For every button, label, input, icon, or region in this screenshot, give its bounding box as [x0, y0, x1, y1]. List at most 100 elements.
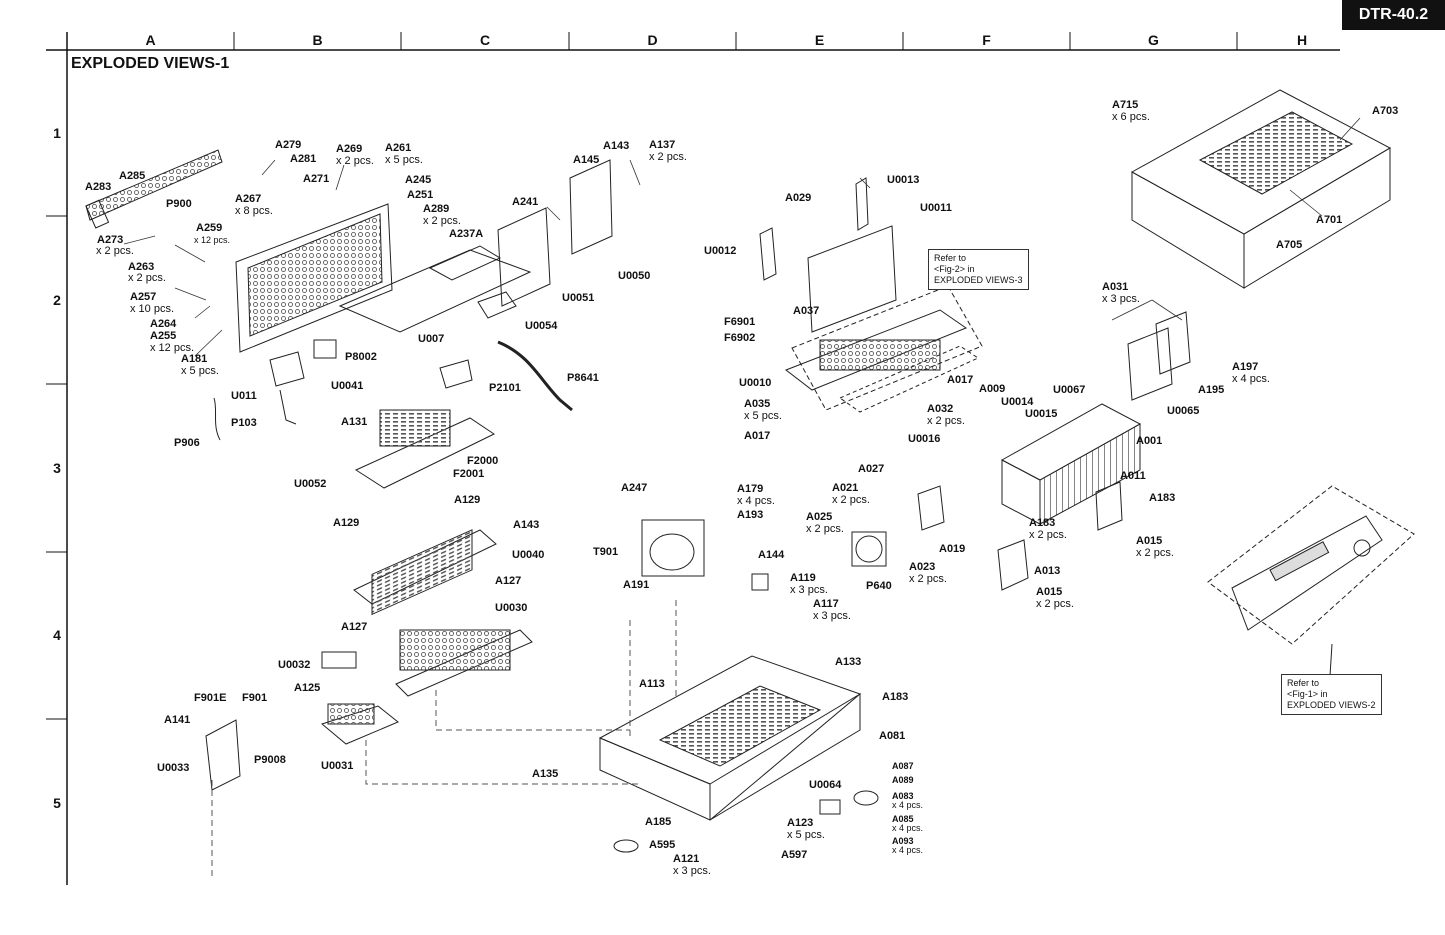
- part-label-a011: A011: [1120, 470, 1146, 482]
- part-label-a144: A144: [758, 549, 785, 561]
- part-label-a705: A705: [1276, 239, 1303, 251]
- reference-line: EXPLODED VIEWS-2: [1287, 700, 1376, 710]
- part-label-a264: A264: [150, 318, 177, 330]
- qty-a031: x 3 pcs.: [1102, 293, 1140, 305]
- qty-a715: x 6 pcs.: [1112, 111, 1150, 123]
- row-header: 3: [53, 460, 61, 476]
- part-label-p9008: P9008: [254, 754, 286, 766]
- part-label-f2001: F2001: [453, 468, 485, 480]
- part-label-f6902: F6902: [724, 332, 756, 344]
- terminal-strip-a285: [85, 149, 223, 229]
- qty-a183: x 2 pcs.: [1029, 529, 1067, 541]
- qty-a025: x 2 pcs.: [806, 523, 844, 535]
- front-panel: [1231, 515, 1383, 631]
- part-label-a145: A145: [573, 154, 600, 166]
- part-label-u0064: U0064: [809, 779, 842, 791]
- part-label-u0033: U0033: [157, 762, 190, 774]
- qty-a093: x 4 pcs.: [892, 845, 924, 855]
- part-label-a081: A081: [879, 730, 906, 742]
- qty-a123: x 5 pcs.: [787, 829, 825, 841]
- part-label-a123: A123: [787, 817, 814, 829]
- part-label-p8641: P8641: [567, 372, 599, 384]
- part-label-u0032: U0032: [278, 659, 311, 671]
- part-label-u0052: U0052: [294, 478, 327, 490]
- qty-a137: x 2 pcs.: [649, 151, 687, 163]
- part-label-a193: A193: [737, 509, 764, 521]
- qty-a083: x 4 pcs.: [892, 800, 924, 810]
- part-label-f901e: F901E: [194, 692, 227, 704]
- part-label-a143: A143: [513, 519, 540, 531]
- part-label-u0054: U0054: [525, 320, 558, 332]
- part-label-a181: A181: [181, 353, 208, 365]
- column-header: B: [312, 32, 323, 48]
- part-label-u0040: U0040: [512, 549, 545, 561]
- part-label-a237a: A237A: [449, 228, 484, 240]
- part-label-a183: A183: [1029, 517, 1056, 529]
- qty-a263: x 2 pcs.: [128, 272, 166, 284]
- column-header: E: [814, 32, 825, 48]
- part-label-a267: A267: [235, 193, 262, 205]
- row-header: 5: [53, 795, 61, 811]
- page-title: EXPLODED VIEWS-1: [71, 55, 230, 72]
- part-label-a285: A285: [119, 170, 146, 182]
- part-label-u0010: U0010: [739, 377, 772, 389]
- part-label-a179: A179: [737, 483, 764, 495]
- part-label-u0016: U0016: [908, 433, 941, 445]
- part-label-a027: A027: [858, 463, 885, 475]
- part-label-f2000: F2000: [467, 455, 499, 467]
- part-label-a195: A195: [1198, 384, 1225, 396]
- part-label-a029: A029: [785, 192, 812, 204]
- qty-a032: x 2 pcs.: [927, 415, 965, 427]
- part-label-u0013: U0013: [887, 174, 920, 186]
- column-header: H: [1296, 32, 1308, 48]
- part-label-a259: A259: [196, 222, 223, 234]
- part-label-a289: A289: [423, 203, 450, 215]
- part-label-a031: A031: [1102, 281, 1129, 293]
- part-label-a113: A113: [639, 678, 665, 690]
- part-label-a137: A137: [649, 139, 676, 151]
- chassis: [598, 655, 862, 821]
- qty-a255: x 12 pcs.: [150, 342, 195, 354]
- part-label-a037: A037: [793, 305, 820, 317]
- column-header: G: [1148, 32, 1159, 48]
- reference-line: Refer to: [934, 253, 967, 263]
- part-label-a032: A032: [927, 403, 954, 415]
- reference-note-fig2: Refer to <Fig-2> in EXPLODED VIEWS-3: [928, 249, 1029, 290]
- board-u0010: [784, 309, 968, 391]
- column-header: A: [145, 32, 156, 48]
- qty-a257: x 10 pcs.: [130, 303, 175, 315]
- part-label-a025: A025: [806, 511, 833, 523]
- qty-a261: x 5 pcs.: [385, 154, 423, 166]
- part-label-a015: A015: [1036, 586, 1063, 598]
- part-label-u0067: U0067: [1053, 384, 1086, 396]
- qty-a289: x 2 pcs.: [423, 215, 461, 227]
- qty-a015: x 2 pcs.: [1136, 547, 1174, 559]
- part-label-a083: A083: [892, 791, 914, 801]
- part-label-a257: A257: [130, 291, 157, 303]
- part-label-a133: A133: [835, 656, 862, 668]
- part-label-a017: A017: [947, 374, 974, 386]
- column-header: C: [479, 32, 491, 48]
- rear-panel: [235, 203, 393, 353]
- part-label-a273: A273: [97, 234, 124, 246]
- part-label-a255: A255: [150, 330, 177, 342]
- part-label-t901: T901: [593, 546, 619, 558]
- part-label-u0031: U0031: [321, 760, 354, 772]
- part-label-a185: A185: [645, 816, 672, 828]
- part-label-a279: A279: [275, 139, 302, 151]
- part-label-a261: A261: [385, 142, 412, 154]
- board-u0051: [497, 207, 551, 307]
- part-label-f901: F901: [242, 692, 268, 704]
- part-label-a183: A183: [1149, 492, 1176, 504]
- part-label-a129: A129: [454, 494, 481, 506]
- reference-note-fig1: Refer to <Fig-1> in EXPLODED VIEWS-2: [1281, 674, 1382, 715]
- part-label-u0012: U0012: [704, 245, 737, 257]
- part-label-u0051: U0051: [562, 292, 595, 304]
- reference-line: Refer to: [1287, 678, 1320, 688]
- part-label-u011: U011: [231, 390, 257, 402]
- part-label-a143: A143: [603, 140, 630, 152]
- part-label-p900: P900: [166, 198, 192, 210]
- part-label-a127: A127: [495, 575, 522, 587]
- part-label-a271: A271: [303, 173, 330, 185]
